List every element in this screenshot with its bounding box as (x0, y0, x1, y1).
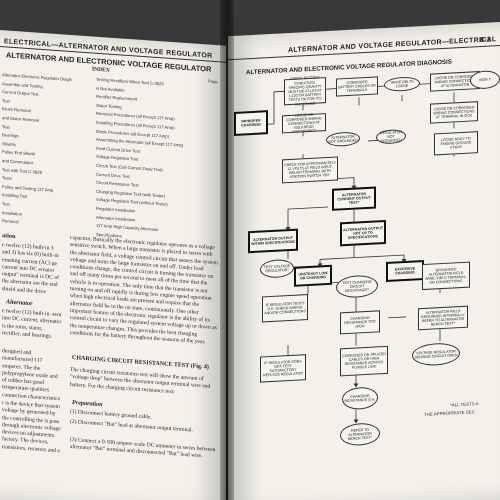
box-loose-bulkhead: LOOSE OR CORRODED WIRING CONNECTIONS AT … (282, 112, 326, 134)
box-corroded-cables: CORRODED BATTERY CABLES OR TERMINALS (336, 76, 378, 97)
box-alt-output-within: ALTERNATOR OUTPUT WITHIN SPECIFICATIONS (248, 228, 298, 254)
box-reg-not-grounded: REGULATOR NOT GROUNDED (376, 128, 406, 145)
subhead-ation: ation (2, 232, 16, 241)
index-label: INDEX (92, 66, 110, 74)
col1-para2: e twelve (12) built-in -rent into DC cur… (2, 308, 62, 340)
box-loose-body: LOOSE BODY TO ENGINE GROUND STRAP (434, 131, 478, 156)
box-unsteady-low: UNSTEADY LOW OR CHARGING (294, 264, 332, 287)
prep-step-3: (3) Connect a 0-100 ampere scale DC amme… (70, 436, 216, 460)
box-alt-field-grounded: ALTERNATOR FIELD GROUNDED INTERNALLY. RE… (418, 305, 468, 331)
box-if-reg-not: IF REGULATOR DOES NOT TEST SATISFACTORY … (260, 354, 306, 383)
index-page-col: Page (208, 78, 218, 85)
box-grounded-field: GROUNDED ALTERNATOR FIELD WIRE, FIELD TE… (422, 261, 470, 291)
subhead-alternator: Alternator (6, 298, 33, 308)
box-check-approx: CHECK FOR APPROXIMATELY 12 VOLTS AT FIEL… (282, 156, 338, 184)
col2-para1: capacitor. Basically the electronic regu… (70, 234, 219, 346)
box-excessive-charging: EXCESSIVE CHARGING (386, 259, 424, 282)
box-if-reg-ok: IF REGULATOR TESTS O.K. CHECK WIRING AND… (262, 294, 308, 323)
box-charging-too-high: CHARGING RESISTANCE TOO HIGH (340, 310, 380, 335)
right-page: ALTERNATOR AND VOLTAGE REGULATOR—ELECTRI… (228, 22, 500, 500)
box-loose-terminal: LOOSE OR CORRODED WIRING CONNECTIONS AT … (430, 101, 478, 124)
book-gutter (220, 0, 234, 500)
box-improper-charging: IMPROPER CHARGING (234, 110, 268, 136)
col1-para3: designed and manufactured 117 amperes. T… (2, 348, 60, 402)
col1-para4: r is the device that system voltage by g… (2, 400, 61, 454)
left-page: ELECTRICAL—ALTERNATOR AND VOLTAGE REGULA… (0, 30, 226, 500)
box-alt-output-test: ALTERNATOR CURRENT OUTPUT TEST* (332, 186, 376, 211)
box-corroded-spliced: CORRODED OR SPLICED CABLES OR HIGH RESIS… (340, 345, 388, 377)
section-para: The charging circuit resistance test wil… (70, 366, 211, 395)
prep-head: Preparation (72, 399, 103, 409)
col1-para1: e twelve (12) built-in 3 and 3) has six … (2, 242, 59, 295)
box-alt-not-up-to-spec: ALTERNATOR OUTPUT NOT UP TO SPECIFICATIO… (340, 219, 386, 247)
box-check-battery: CHECK BATTERY CONDITION. SPECIFIC GRAVIT… (284, 76, 326, 106)
index-entry: Removal (2, 218, 19, 225)
